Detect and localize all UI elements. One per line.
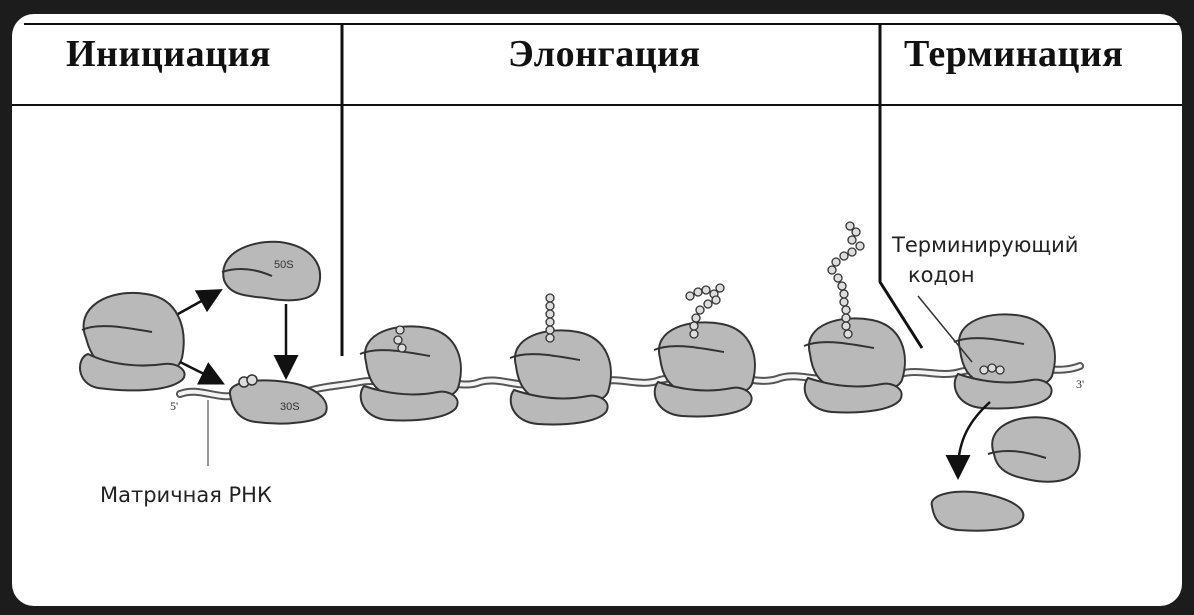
divider-elongation-termination: [878, 24, 924, 349]
stage-title-elongation: Элонгация: [508, 33, 701, 75]
five-prime-label: 5': [170, 399, 178, 413]
stop-codon-marker: [979, 363, 1005, 375]
released-small-subunit: [930, 490, 1025, 532]
terminating-codon-label-line1: Терминирующий: [892, 233, 1079, 257]
ribosome-elongation-4: [803, 317, 906, 414]
released-large-subunit: [987, 416, 1081, 483]
free-ribosome: [79, 291, 186, 392]
peptide-chain-1: [393, 325, 407, 353]
mrna-label: Матричная РНК: [100, 483, 272, 507]
ribosome-elongation-3: [653, 321, 756, 418]
label-50s: 50S: [274, 259, 294, 271]
stage-title-initiation: Инициация: [66, 33, 271, 75]
peptide-chain-2: [545, 293, 555, 343]
large-subunit-50s: 50S: [221, 240, 321, 302]
peptide-chain-3: [685, 283, 725, 339]
terminating-codon-label-line2: кодон: [908, 263, 975, 287]
peptide-chain-4: [827, 221, 865, 339]
header-divider: [12, 104, 1182, 106]
arrow-to-30s: [179, 360, 225, 385]
terminating-codon-pointer: [917, 295, 973, 363]
ribosome-elongation-1: [359, 325, 462, 422]
stage-title-termination: Терминация: [904, 33, 1124, 75]
release-arrow: [945, 401, 991, 480]
three-prime-label: 3': [1076, 377, 1084, 391]
arrow-to-50s: [177, 289, 223, 316]
ribosome-termination: [953, 313, 1056, 410]
label-30s: 30S: [280, 401, 300, 413]
ribosome-elongation-2: [509, 329, 612, 426]
